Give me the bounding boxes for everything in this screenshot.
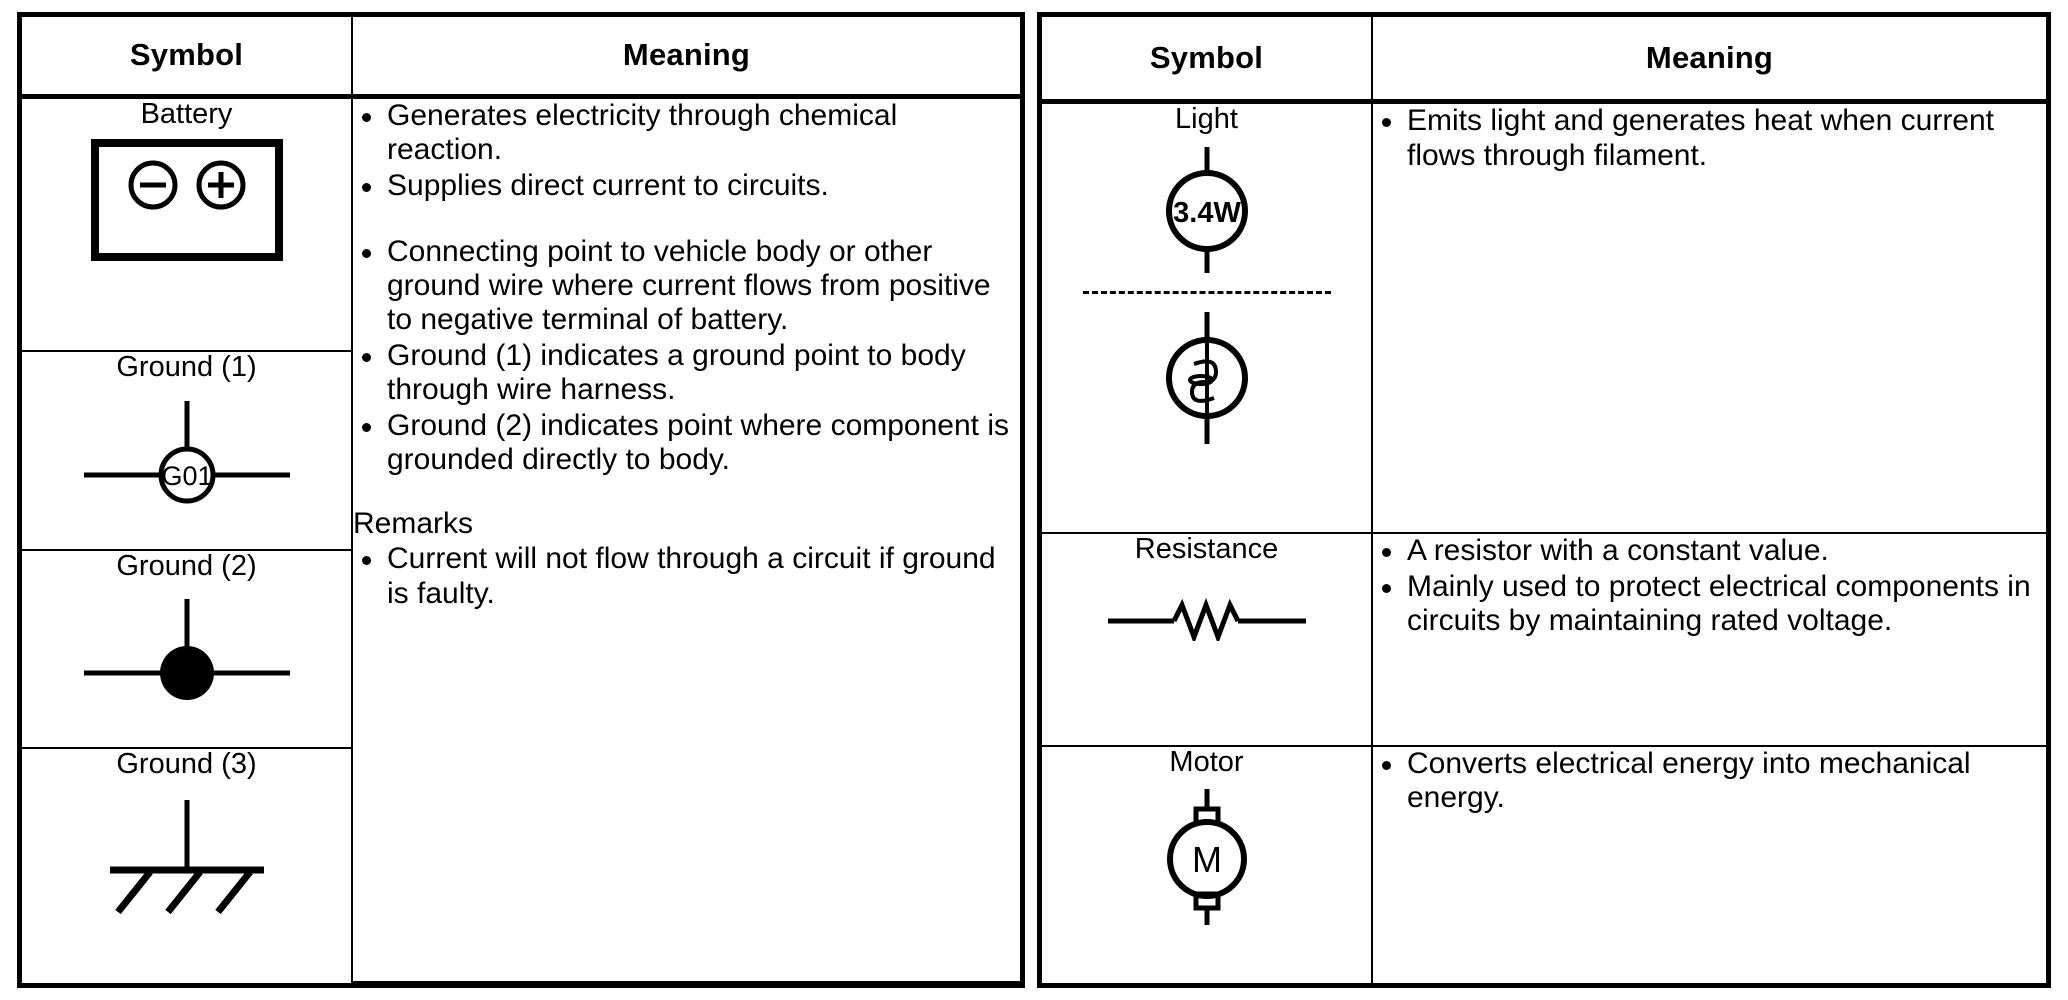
right-symbol-table: Symbol Meaning Light 3.4W [1037,12,2051,988]
light-symbol-cell: Light 3.4W [1042,100,1373,535]
list-item: A resistor with a constant value. [1373,534,2046,568]
resistance-symbol-cell: Resistance [1042,532,1373,747]
light-meaning-cell: Emits light and generates heat when curr… [1371,100,2046,535]
list-item: Emits light and generates heat when curr… [1373,104,2046,172]
ground-meaning-cell: Generates electricity through chemical r… [351,95,1020,983]
light-bullets: Emits light and generates heat when curr… [1373,104,2046,172]
ground-bullets: Connecting point to vehicle body or othe… [353,235,1020,477]
light-rating-text: 3.4W [1173,197,1241,229]
motor-label: Motor [1169,745,1244,778]
ground-3-label: Ground (3) [116,748,257,781]
table-row-resistance: Resistance A resistor with a constant va… [1042,532,2046,747]
left-symbol-table: Symbol Meaning Battery [17,12,1025,988]
left-table: Symbol Meaning Battery [22,17,1020,983]
table-row-ground-1: Ground (1) G01 [22,350,1020,551]
resistance-bullets: A resistor with a constant value. Mainly… [1373,534,2046,638]
resistance-meaning-cell: A resistor with a constant value. Mainly… [1371,532,2046,747]
right-header-meaning: Meaning [1371,17,2046,105]
motor-symbol: M [1042,781,1371,927]
filament-bulb-symbol [1042,294,1371,446]
list-item: Supplies direct current to circuits. [353,169,1020,203]
battery-symbol-cell: Battery [22,95,353,353]
list-item: Ground (1) indicates a ground point to b… [353,339,1020,407]
table-row-ground-2: Ground (2) [22,548,1020,750]
list-item: Connecting point to vehicle body or othe… [353,235,1020,337]
right-header-symbol: Symbol [1042,17,1373,105]
remarks-heading: Remarks [353,507,474,541]
battery-symbol [22,133,351,262]
list-item: Ground (2) indicates point where compone… [353,409,1020,477]
light-label: Light [1175,103,1238,136]
list-item: Generates electricity through chemical r… [353,99,1020,167]
ground-1-symbol: G01 [22,387,351,505]
battery-bullets: Generates electricity through chemical r… [353,99,1020,203]
left-header-meaning-label: Meaning [622,37,751,73]
resistor-symbol [1042,569,1371,641]
left-header-row: Symbol Meaning [22,17,1020,99]
resistance-label: Resistance [1134,533,1279,566]
list-item: Mainly used to protect electrical compon… [1373,570,2046,638]
ground-2-symbol [22,585,351,703]
svg-text:G01: G01 [161,461,212,491]
table-row-battery: Battery Generates ele [22,95,1020,983]
left-header-symbol: Symbol [22,17,353,99]
ground-2-label: Ground (2) [116,549,257,582]
symbol-dashed-divider [1082,290,1331,294]
light-bulb-symbol: 3.4W [1042,139,1371,275]
list-item: Converts electrical energy into mechanic… [1373,747,2046,815]
ground-3-chassis-symbol [22,784,351,916]
motor-bullets: Converts electrical energy into mechanic… [1373,747,2046,815]
ground-3-symbol-cell: Ground (3) [22,747,352,982]
ground-1-label: Ground (1) [116,351,257,384]
list-item: Current will not flow through a circuit … [353,542,1020,610]
left-header-symbol-label: Symbol [129,37,244,73]
table-row-ground-3: Ground (3) [22,747,1020,982]
motor-symbol-cell: Motor M [1042,744,1373,983]
remarks-bullets: Current will not flow through a circuit … [353,542,1020,610]
left-header-meaning: Meaning [351,17,1020,99]
right-header-symbol-label: Symbol [1149,40,1264,76]
right-table: Symbol Meaning Light 3.4W [1042,17,2046,983]
ground-1-symbol-cell: Ground (1) G01 [22,350,352,551]
table-row-light: Light 3.4W [1042,100,2046,535]
right-header-row: Symbol Meaning [1042,17,2046,105]
battery-label: Battery [140,97,233,130]
right-header-meaning-label: Meaning [1645,40,1774,76]
motor-meaning-cell: Converts electrical energy into mechanic… [1371,744,2046,983]
table-row-motor: Motor M Converts elect [1042,744,2046,983]
motor-letter-text: M [1192,839,1222,880]
ground-2-symbol-cell: Ground (2) [22,548,352,750]
